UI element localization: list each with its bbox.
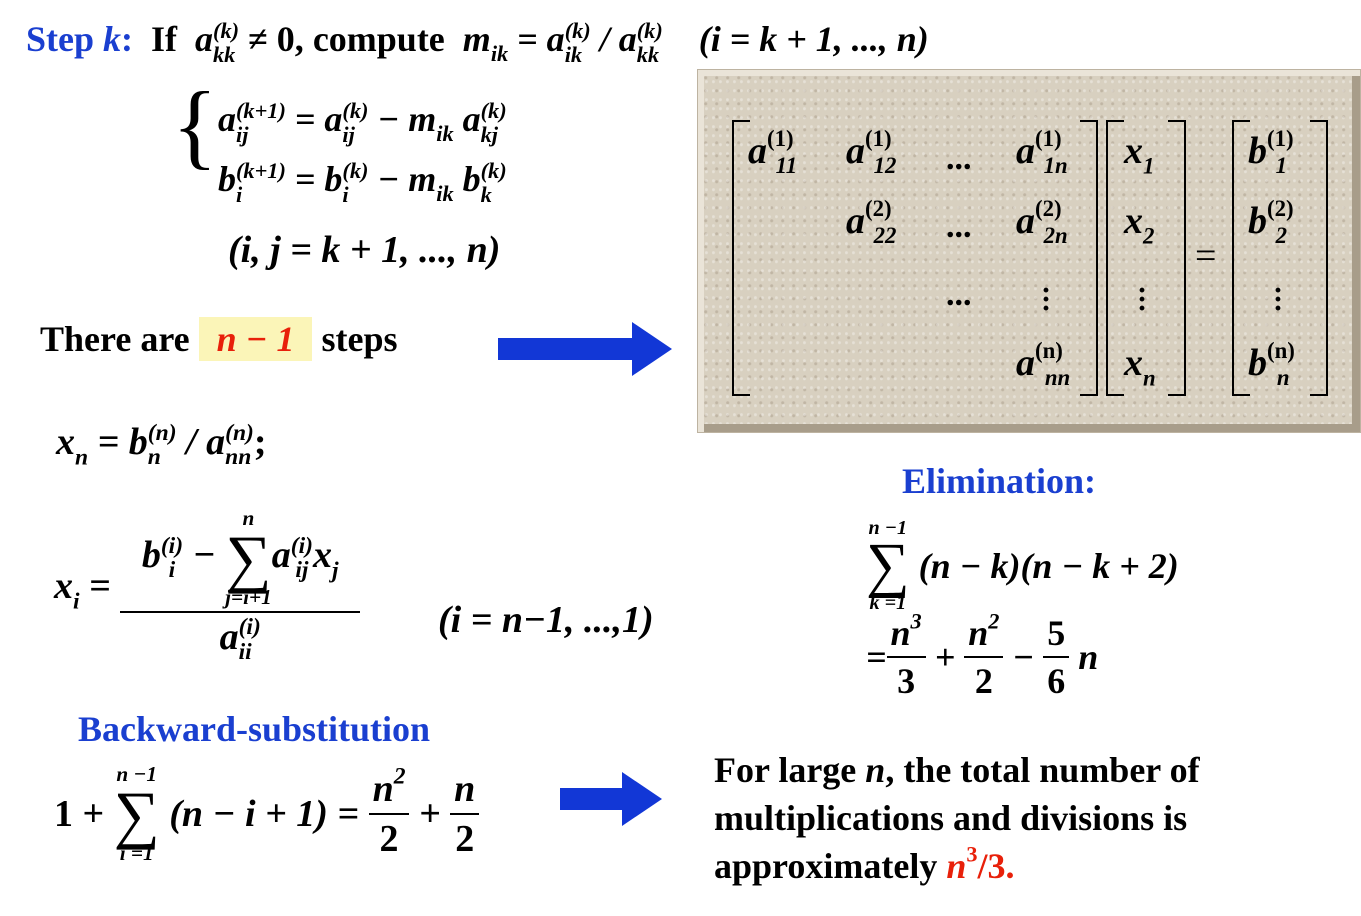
right-arrow-icon: [498, 322, 672, 376]
xn: xn: [1124, 342, 1156, 391]
matrix-right-bracket: [1080, 120, 1098, 396]
compute-word: compute: [312, 19, 445, 59]
update-a: a(k+1)ij = a(k)ij − mik a(k)kj: [218, 98, 507, 147]
a11: a(1)11: [748, 125, 798, 179]
a2n: a(2)2n: [1016, 195, 1068, 249]
steps-line: There are n − 1 steps: [40, 317, 398, 361]
matrix-panel: [698, 70, 1360, 432]
x2: x2: [1124, 200, 1155, 249]
elimination-sum: n −1∑k =1 (n − k)(n − k + 2): [866, 517, 1179, 615]
x1: x1: [1124, 130, 1155, 179]
step-label: Step: [26, 19, 95, 59]
system-brace: {: [172, 72, 218, 178]
b2: b(2)2: [1248, 195, 1294, 249]
b-vdots: ···: [1272, 274, 1283, 325]
a22: a(2)22: [846, 195, 897, 249]
multiplier-range: (i = k + 1, ..., n): [698, 19, 929, 59]
equals-sign: =: [1195, 235, 1217, 277]
steps-suffix: steps: [321, 319, 398, 359]
col-vdots: ···: [1040, 274, 1051, 325]
row3-dots: ...: [946, 276, 972, 313]
row1-dots: ...: [946, 140, 972, 177]
step-header: Step k: If a(k)kk ≠ 0, compute mik = a(k…: [26, 18, 929, 67]
conclusion-line-2: multiplications and divisions is: [714, 798, 1188, 838]
a1n: a(1)1n: [1016, 125, 1068, 179]
x-vdots: ···: [1136, 274, 1147, 325]
xn-formula: xn = b(n)n / a(n)nn;: [56, 419, 267, 471]
step-var: k: [103, 19, 122, 59]
conclusion-line-3: approximately n3/3.: [714, 841, 1015, 886]
x-right-bracket: [1168, 120, 1186, 396]
b-right-bracket: [1310, 120, 1328, 396]
a12: a(1)12: [846, 125, 897, 179]
row2-dots: ...: [946, 208, 972, 245]
pivot-term: a(k)kk: [195, 18, 240, 67]
update-range: (i, j = k + 1, ..., n): [228, 229, 501, 271]
conclusion-line-1: For large n, the total number of: [714, 750, 1200, 790]
matrix-left-bracket: [732, 120, 750, 396]
steps-count: n − 1: [198, 317, 313, 361]
right-arrow-icon-2: [560, 772, 662, 826]
conclusion: For large n, the total number of multipl…: [714, 746, 1200, 890]
bn: b(n)n: [1248, 337, 1295, 391]
b1: b(1)1: [1248, 125, 1294, 179]
backward-range: (i = n−1, ...,1): [438, 599, 654, 641]
backward-title: Backward-substitution: [78, 709, 431, 749]
x-left-bracket: [1106, 120, 1124, 396]
update-b: b(k+1)i = b(k)i − mik b(k)k: [218, 158, 507, 207]
elimination-title: Elimination:: [902, 461, 1097, 501]
b-left-bracket: [1232, 120, 1250, 396]
multiplier-formula: mik = a(k)ik / a(k)kk: [462, 18, 663, 67]
if-word: If: [151, 19, 178, 59]
ann: a(n)nn: [1016, 337, 1071, 391]
steps-prefix: There are: [40, 319, 190, 359]
